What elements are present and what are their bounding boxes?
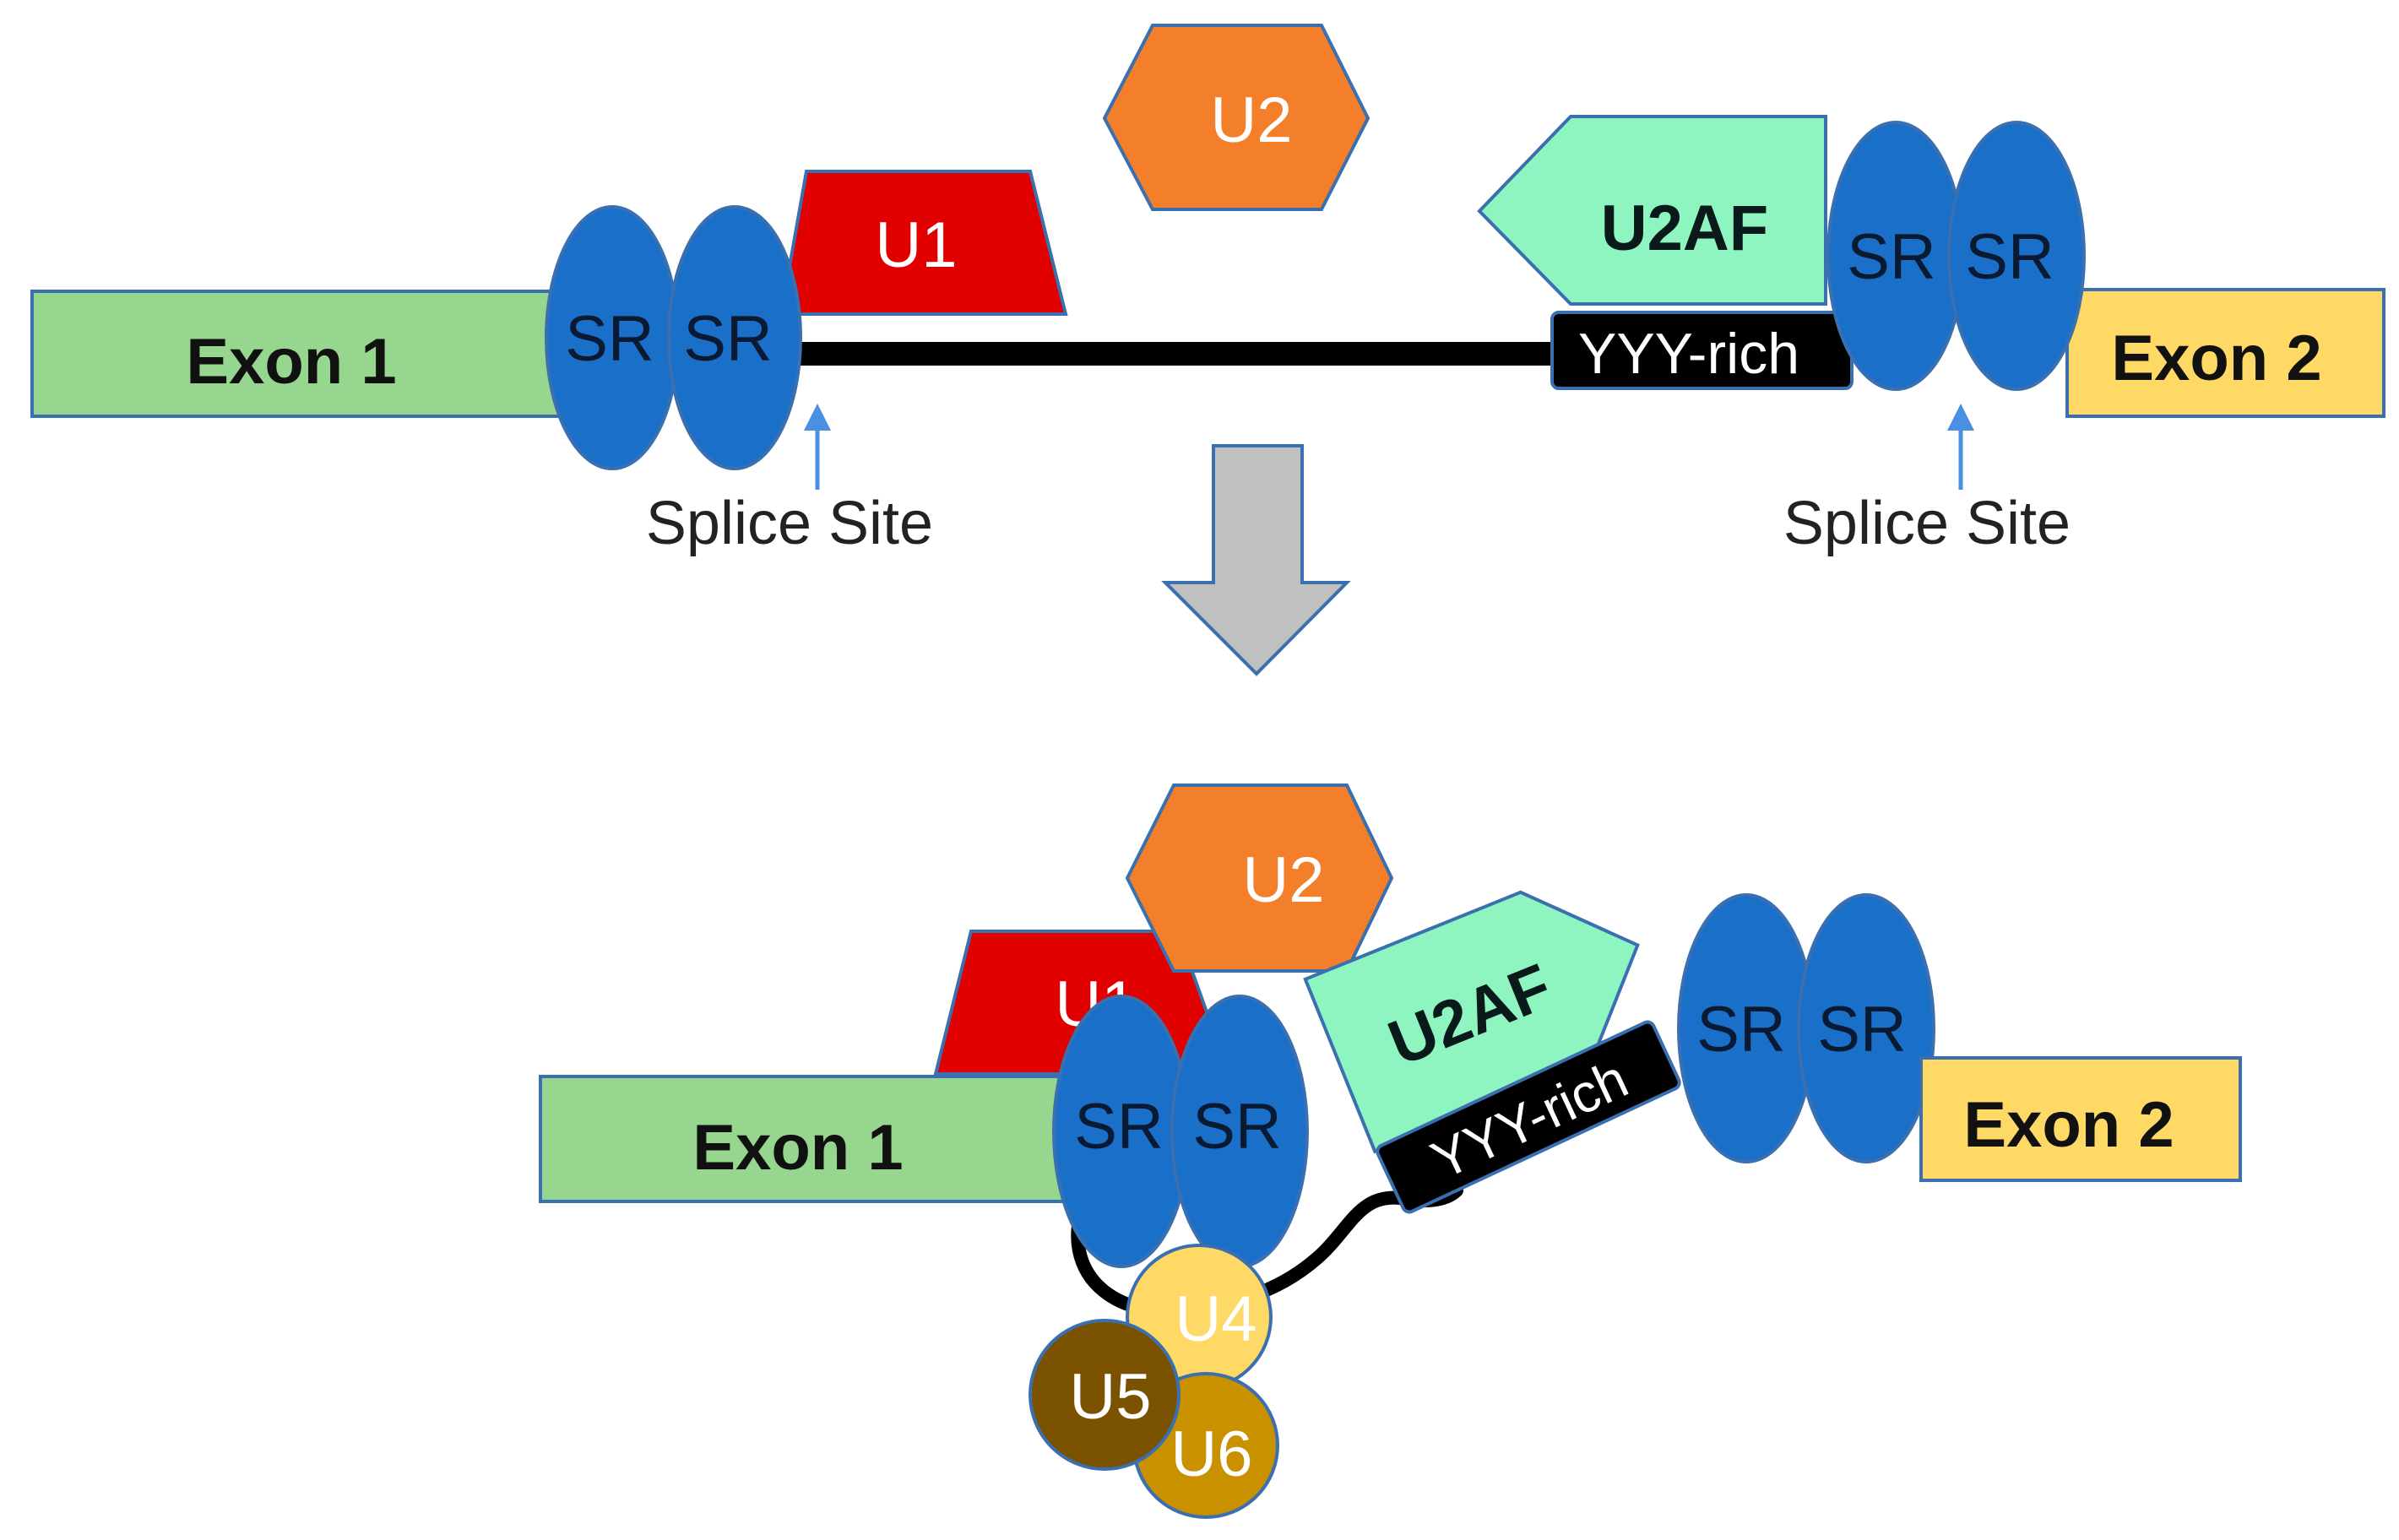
u5-snrnp: U5 (1029, 1319, 1181, 1471)
u4-label: U4 (1175, 1283, 1256, 1355)
u2af-factor: U2AF (1477, 115, 1827, 306)
u2-label: U2 (1210, 84, 1292, 156)
sr-proteins-right: SR SR (1826, 121, 2086, 391)
exon-2: Exon 2 (2065, 288, 2385, 418)
u1-label: U1 (875, 209, 957, 281)
sr-proteins-left: SR SR (545, 205, 802, 470)
yyy-rich-label: YYY-rich (1578, 322, 1799, 386)
u2af-factor: U2AF (1303, 890, 1640, 1154)
u5-label: U5 (1069, 1361, 1151, 1433)
exon-1: Exon 1 (30, 290, 574, 418)
sr-label: SR (683, 303, 773, 375)
u1-snrnp: U1 (779, 170, 1068, 316)
sr-label: SR (1817, 994, 1907, 1066)
u2-snrnp: U2 (1102, 24, 1370, 211)
exon-2-label: Exon 2 (1963, 1089, 2174, 1161)
yyy-rich-tract: YYY-rich (1550, 311, 1854, 390)
sr-label: SR (1965, 221, 2054, 293)
down-arrow (1161, 444, 1351, 676)
u2-snrnp: U2 (1125, 784, 1394, 973)
bottom-panel: Exon 1 U1 SR SR U2 U2AF YYY-rich (539, 784, 2242, 1519)
intron-line (794, 342, 1604, 366)
exon-1-label: Exon 1 (186, 326, 396, 398)
u6-label: U6 (1170, 1418, 1252, 1490)
splice-site-label: Splice Site (1783, 490, 2071, 557)
splice-site-right: Splice Site (1783, 404, 2071, 557)
exon-1-label: Exon 1 (692, 1112, 903, 1184)
sr-proteins-right: SR SR (1677, 893, 1935, 1163)
u2af-label: U2AF (1601, 192, 1768, 264)
sr-label: SR (565, 303, 654, 375)
exon-2-label: Exon 2 (2111, 323, 2321, 394)
splice-site-left: Splice Site (646, 404, 933, 557)
exon-1: Exon 1 (539, 1075, 1070, 1203)
sr-label: SR (1074, 1091, 1164, 1163)
sr-label: SR (1192, 1091, 1282, 1163)
exon-2: Exon 2 (1919, 1056, 2242, 1182)
top-panel: Exon 1 Exon 2 U1 SR SR Splice Site (30, 24, 2385, 557)
splice-site-label: Splice Site (646, 490, 933, 557)
sr-proteins-left: SR SR (1052, 995, 1309, 1268)
sr-label: SR (1847, 221, 1936, 293)
u2-label: U2 (1242, 844, 1324, 916)
sr-label: SR (1696, 994, 1786, 1066)
